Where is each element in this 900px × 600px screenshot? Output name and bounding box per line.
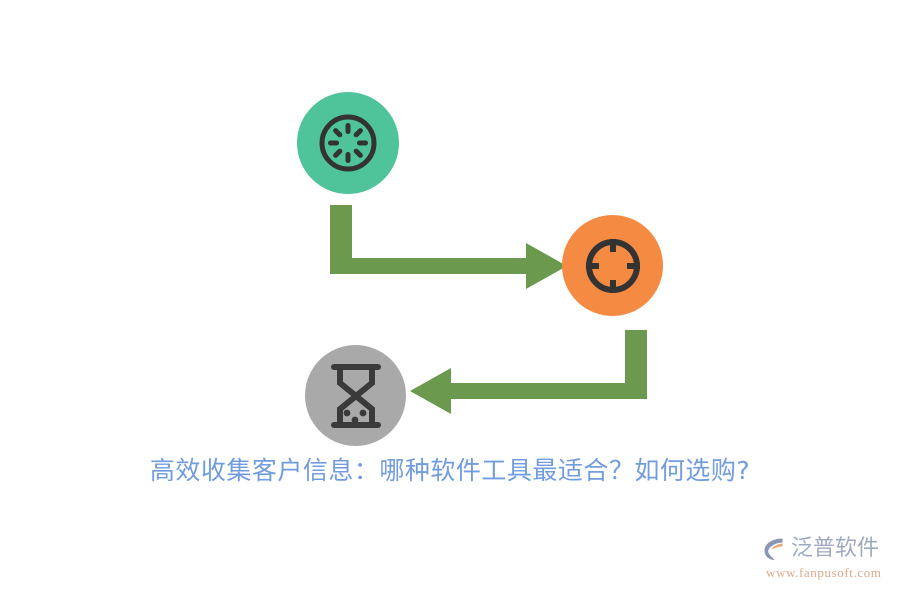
watermark-top-row: 泛普软件 (762, 534, 879, 564)
elbow-arrow-left-icon (410, 330, 650, 440)
hourglass-icon (328, 363, 384, 429)
target-icon (582, 235, 644, 297)
elbow-arrow-right-icon (330, 205, 570, 315)
watermark-logo: 泛普软件 www.fanpusoft.com (762, 534, 892, 586)
watermark-url-text: www.fanpusoft.com (766, 565, 882, 580)
spinner-icon (317, 112, 379, 174)
fanpu-logo-mark-icon (762, 536, 788, 562)
caption-text: 高效收集客户信息：哪种软件工具最适合？如何选购? (149, 456, 751, 485)
node-spinner (297, 92, 399, 194)
watermark-brand-text: 泛普软件 (791, 536, 880, 561)
node-hourglass (305, 345, 406, 446)
node-target (562, 215, 663, 316)
